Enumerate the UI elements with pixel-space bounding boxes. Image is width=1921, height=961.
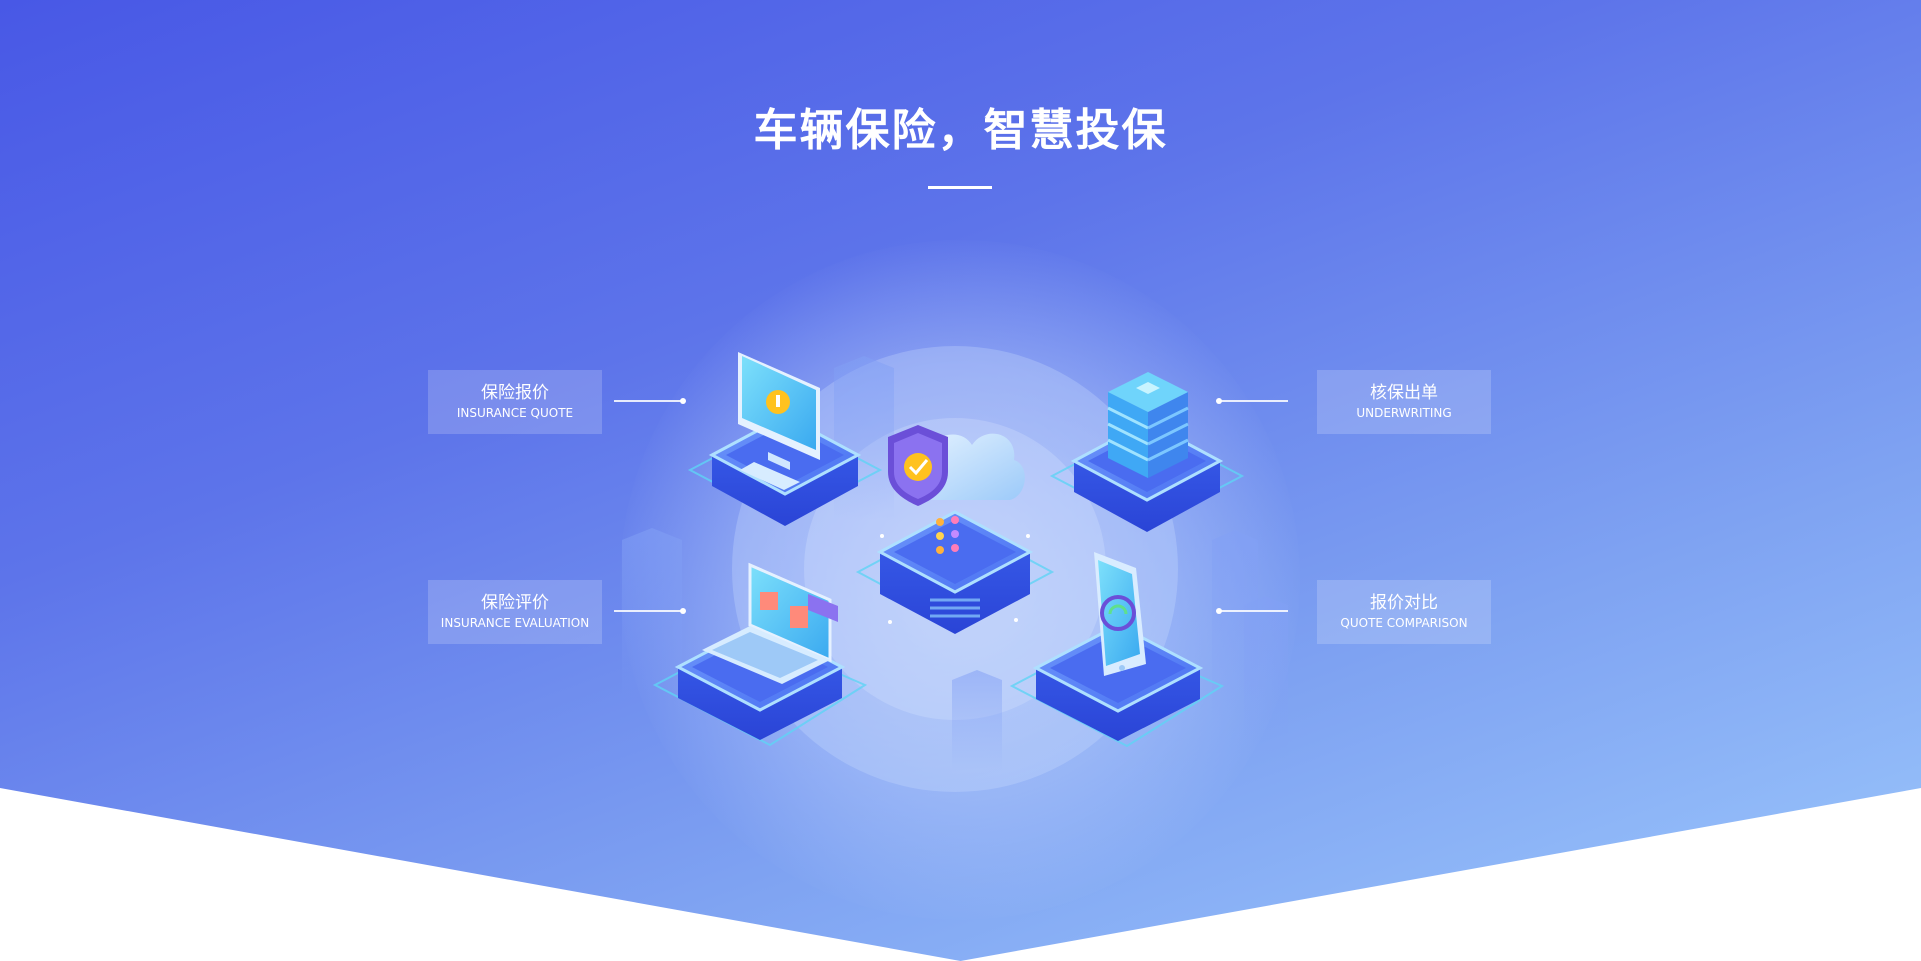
page-title: 车辆保险，智慧投保 <box>753 105 1168 156</box>
connector-line <box>614 608 686 614</box>
center-cloud-shield-platform <box>855 425 1055 634</box>
laptop-platform <box>652 562 868 747</box>
connector-line <box>614 398 686 404</box>
connector-line <box>1216 608 1288 614</box>
server-rack-platform <box>1049 372 1245 532</box>
feature-title: 核保出单 <box>1370 383 1438 403</box>
feature-subtitle: QUOTE COMPARISON <box>1340 616 1468 630</box>
feature-insurance-quote[interactable]: 保险报价 INSURANCE QUOTE <box>428 370 602 434</box>
feature-underwriting[interactable]: 核保出单 UNDERWRITING <box>1317 370 1491 434</box>
connector-line <box>1216 398 1288 404</box>
feature-title: 保险评价 <box>481 593 549 613</box>
smartphone-platform <box>1009 552 1225 748</box>
feature-insurance-evaluation[interactable]: 保险评价 INSURANCE EVALUATION <box>428 580 602 644</box>
feature-quote-comparison[interactable]: 报价对比 QUOTE COMPARISON <box>1317 580 1491 644</box>
desktop-monitor-platform <box>687 352 883 526</box>
feature-subtitle: INSURANCE EVALUATION <box>440 616 590 630</box>
feature-subtitle: UNDERWRITING <box>1356 406 1452 420</box>
feature-title: 保险报价 <box>481 383 549 403</box>
feature-subtitle: INSURANCE QUOTE <box>456 406 574 420</box>
title-underline <box>928 186 992 189</box>
feature-title: 报价对比 <box>1370 593 1438 613</box>
